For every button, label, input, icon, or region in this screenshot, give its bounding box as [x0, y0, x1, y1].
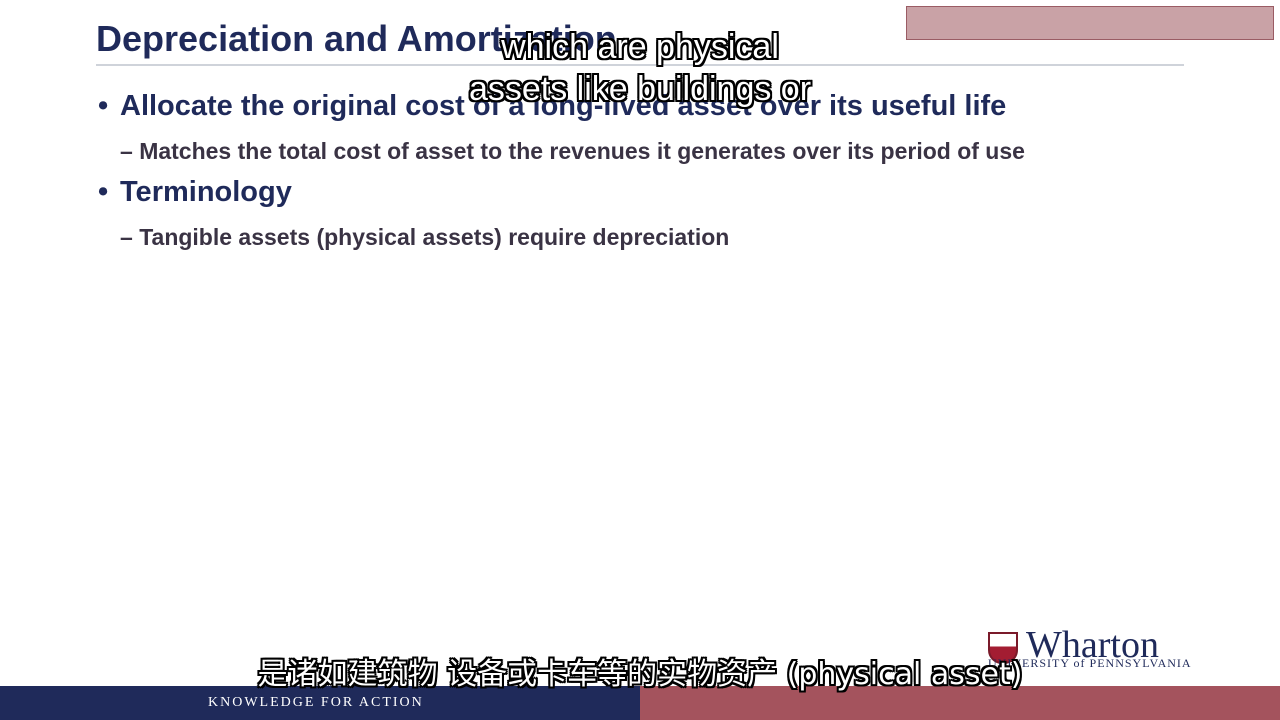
bullet-glyph: • — [98, 90, 109, 122]
wharton-logo: Wharton UNIVERSITY of PENNSYLVANIA — [988, 624, 1191, 672]
footer-tagline: KNOWLEDGE FOR ACTION — [208, 695, 424, 710]
bullet-allocate: • Allocate the original cost of a long-li… — [98, 90, 1006, 123]
caption-english-line1: which are physical — [501, 28, 779, 66]
bullet-terminology: • Terminology — [98, 176, 292, 209]
sub-bullet-glyph: – — [120, 224, 133, 250]
slide-title: Depreciation and Amortization — [96, 18, 617, 59]
logo-university: UNIVERSITY of PENNSYLVANIA — [988, 656, 1192, 670]
sub-bullet-text: Matches the total cost of asset to the r… — [139, 138, 1025, 164]
penn-shield-icon — [988, 632, 1018, 664]
caption-english-line2: assets like buildings or — [468, 70, 812, 108]
footer-maroon-band — [640, 686, 1280, 720]
sub-bullet-matches: – Matches the total cost of asset to the… — [120, 138, 1025, 165]
sub-bullet-text: Tangible assets (physical assets) requir… — [139, 224, 730, 250]
title-divider — [96, 64, 1184, 66]
sub-bullet-glyph: – — [120, 138, 133, 164]
bullet-text: Terminology — [120, 176, 292, 208]
footer-navy-band — [0, 686, 640, 720]
caption-chinese: 是诸如建筑物 设备或卡车等的实物资产 (physical asset) — [257, 657, 1023, 692]
header-accent-block — [906, 6, 1274, 40]
logo-wordmark: Wharton — [1026, 624, 1159, 666]
bullet-text: Allocate the original cost of a long-liv… — [120, 90, 1007, 122]
sub-bullet-tangible: – Tangible assets (physical assets) requ… — [120, 224, 729, 251]
bullet-glyph: • — [98, 176, 109, 208]
